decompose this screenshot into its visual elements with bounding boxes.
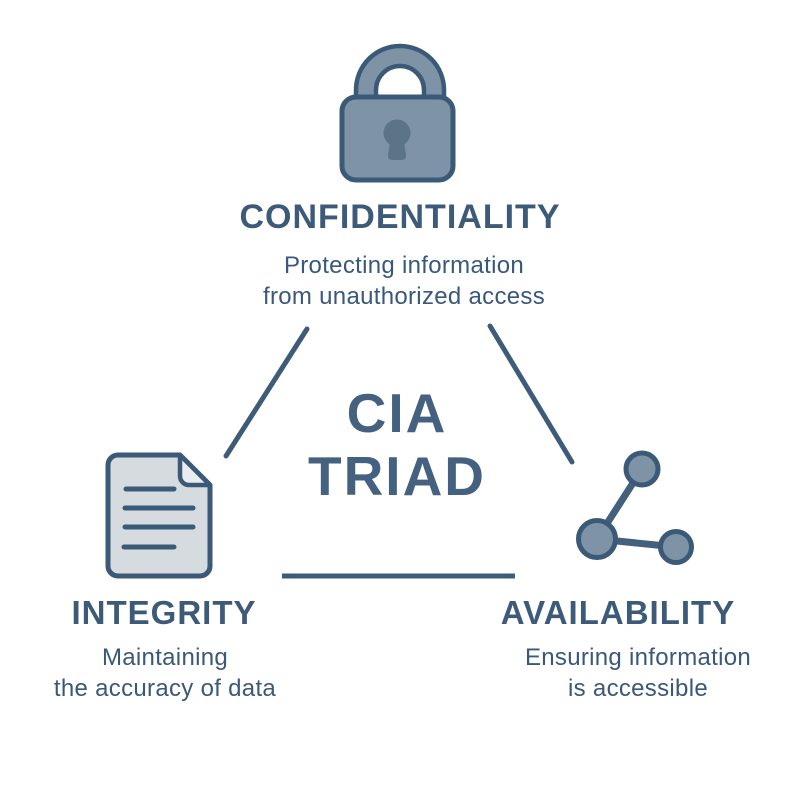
network-icon (576, 450, 694, 565)
diagram-title-line1: CIA (346, 382, 448, 444)
triangle-edge-right (487, 323, 575, 465)
network-node-left (576, 518, 618, 560)
availability-description-line2: is accessible (568, 675, 708, 702)
diagram-title-line2: TRIAD (307, 445, 487, 507)
confidentiality-description: Protecting information from unauthorized… (263, 250, 545, 312)
triangle-edge-left (223, 326, 310, 459)
confidentiality-description-line1: Protecting information (283, 252, 525, 279)
document-fold (177, 452, 213, 488)
integrity-description-line1: Maintaining (101, 644, 229, 671)
keyhole-stem (387, 138, 407, 160)
integrity-description-line2: the accuracy of data (53, 675, 277, 702)
confidentiality-description-line2: from unauthorized access (262, 283, 546, 310)
confidentiality-title: CONFIDENTIALITY (239, 198, 561, 236)
availability-description-line1: Ensuring information (524, 644, 752, 671)
network-node-right (658, 529, 694, 565)
availability-title: AVAILABILITY (500, 594, 736, 631)
lock-shackle (353, 43, 447, 105)
document-icon (105, 452, 213, 579)
integrity-description: Maintaining the accuracy of data (54, 642, 276, 704)
integrity-title: INTEGRITY (71, 594, 257, 631)
lock-icon (339, 43, 456, 183)
network-node-top (623, 450, 661, 488)
availability-description: Ensuring information is accessible (525, 642, 751, 704)
diagram-title: CIA TRIAD (308, 382, 486, 508)
